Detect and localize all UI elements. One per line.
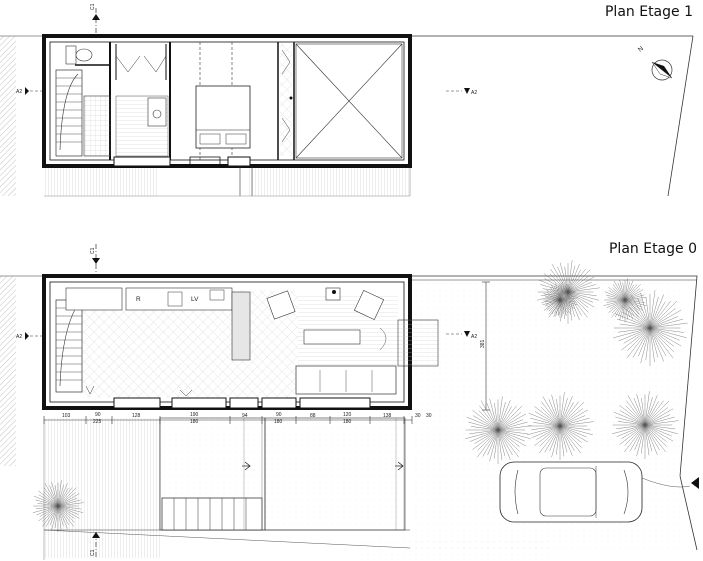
north-label: N	[637, 45, 645, 54]
neighbour-hatch-left	[0, 36, 16, 196]
parked-car	[499, 461, 691, 523]
tree-symbol	[32, 480, 84, 532]
dim-label: 180	[190, 419, 199, 425]
c1-label-mid: C1	[90, 247, 96, 254]
dim-label: 90	[95, 412, 101, 418]
svg-text:A2: A2	[16, 89, 22, 95]
c1-label-top: C1	[90, 3, 96, 10]
section-marker-a2-floor0-left: A2	[16, 332, 44, 340]
north-compass: N	[637, 45, 673, 81]
section-arrow-right	[691, 477, 699, 489]
dim-label: 180	[274, 419, 283, 425]
dim-label: 190	[190, 412, 199, 418]
dim-label: 120	[343, 412, 352, 418]
dim-label: 30	[426, 413, 432, 419]
side-dim-label: 381	[480, 339, 486, 348]
dim-label: 103	[62, 413, 71, 419]
dim-label: 128	[132, 413, 141, 419]
dim-label: 30	[415, 413, 421, 419]
dim-label: 180	[343, 419, 352, 425]
section-marker-a2-floor0-right: A2	[446, 331, 477, 340]
dim-label: 90	[276, 412, 282, 418]
tree-symbol	[612, 391, 679, 459]
tree-symbol	[537, 260, 600, 324]
section-marker-c1-top: C1	[90, 3, 100, 34]
section-marker-a2-floor1-left: A2	[16, 87, 44, 95]
tree-symbol	[613, 290, 688, 366]
dim-label: 94	[242, 413, 248, 419]
floor1-plan	[0, 34, 694, 197]
side-dimension: 381	[480, 281, 490, 411]
c1-label-bottom: C1	[90, 549, 96, 556]
section-marker-a2-floor1-right: A2	[446, 88, 477, 96]
garden-trees	[32, 260, 688, 532]
dishwasher-label: LV	[191, 296, 199, 303]
dim-label: 88	[310, 413, 316, 419]
fridge-label: R	[136, 296, 141, 303]
dim-label: 225	[93, 419, 102, 425]
floor0-plan: R LV	[0, 274, 698, 560]
tree-symbol	[603, 278, 647, 322]
section-marker-c1-mid: C1	[90, 244, 100, 274]
facade-strip	[44, 166, 158, 196]
dim-label: 138	[383, 413, 392, 419]
facade-strip-right	[248, 166, 410, 196]
entry-steps	[161, 497, 263, 531]
tree-symbol	[465, 396, 532, 464]
svg-text:A2: A2	[471, 90, 477, 96]
svg-text:A2: A2	[16, 334, 22, 340]
tree-symbol	[542, 282, 578, 318]
floor0-title: Plan Etage 0	[609, 241, 697, 257]
tree-symbol	[527, 392, 594, 460]
dimension-line: 103 90 225 128 190 180 94 90 180 88 120 …	[43, 412, 432, 560]
neighbour-hatch-left	[0, 276, 16, 466]
floor1-title: Plan Etage 1	[605, 4, 693, 20]
section-marker-c1-bottom: C1	[90, 532, 100, 558]
svg-text:A2: A2	[471, 334, 477, 340]
